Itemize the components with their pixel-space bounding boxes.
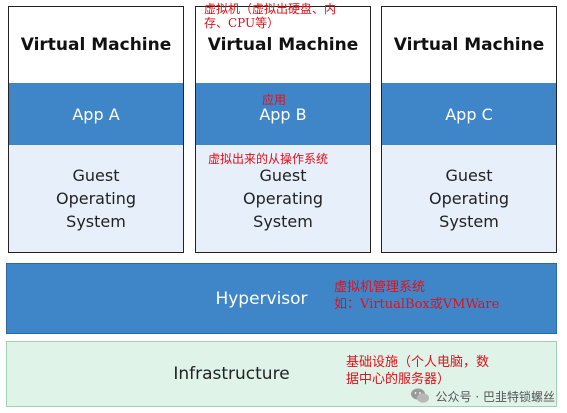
watermark: 公众号 · 巴韭特锁螺丝 — [410, 387, 555, 405]
vm-annotation: 虚拟机（虚拟出硬盘、内 存、CPU等） — [204, 2, 337, 30]
infrastructure-annotation: 基础设施（个人电脑，数 据中心的服务器） — [346, 355, 490, 387]
vm-box-b: Virtual Machine App B Guest Operating Sy… — [195, 6, 371, 253]
app-annotation: 应用 — [262, 93, 287, 107]
hypervisor-label: Hypervisor — [215, 288, 308, 309]
infrastructure-label: Infrastructure — [173, 364, 290, 384]
infrastructure-layer: Infrastructure — [6, 341, 557, 407]
guest-os-layer: Guest Operating System — [9, 145, 183, 252]
guest-os-layer: Guest Operating System — [382, 145, 556, 252]
guest-os-layer: Guest Operating System — [196, 145, 370, 252]
vm-box-a: Virtual Machine App A Guest Operating Sy… — [8, 6, 184, 253]
vm-title: Virtual Machine — [20, 35, 172, 55]
vm-title: Virtual Machine — [207, 35, 359, 55]
vm-title: Virtual Machine — [393, 35, 545, 55]
app-b-layer: App B — [196, 83, 370, 145]
vm-box-c: Virtual Machine App C Guest Operating Sy… — [381, 6, 557, 253]
watermark-text: 公众号 · 巴韭特锁螺丝 — [435, 389, 555, 404]
app-c-layer: App C — [382, 83, 556, 145]
app-a-layer: App A — [9, 83, 183, 145]
guest-os-annotation: 虚拟出来的从操作系统 — [208, 152, 329, 166]
wechat-icon — [410, 388, 429, 403]
hypervisor-annotation: 虚拟机管理系统 如：VirtualBox或VMWare — [334, 280, 500, 312]
hypervisor-layer: Hypervisor — [6, 263, 557, 334]
